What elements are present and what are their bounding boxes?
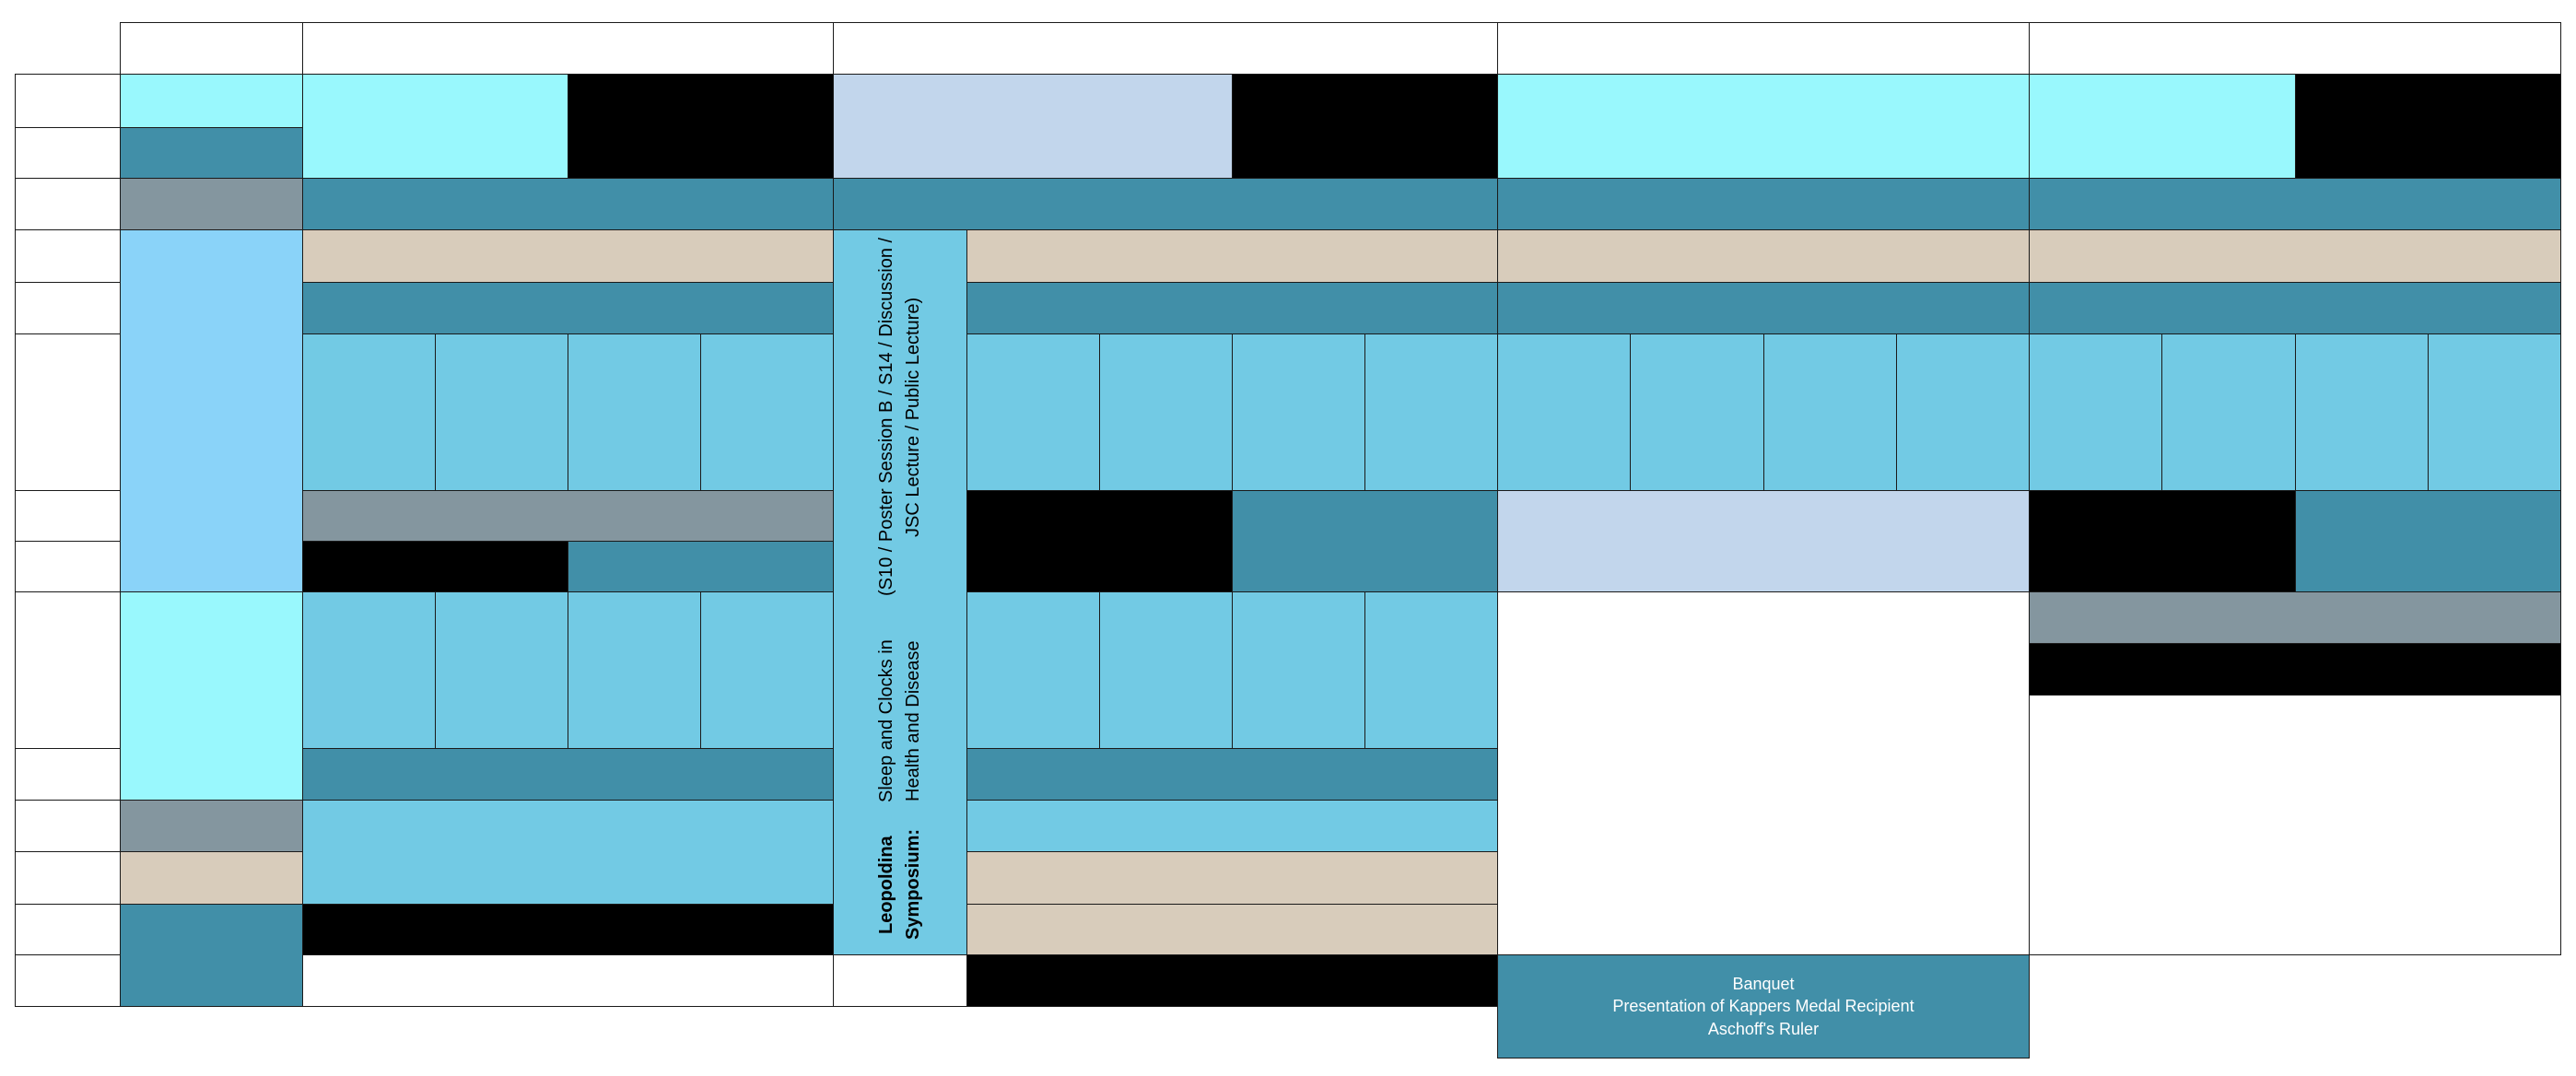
time-slot-label bbox=[15, 851, 121, 905]
thursday-free bbox=[2029, 695, 2561, 955]
tuesday-poster-removal bbox=[966, 954, 1498, 1007]
sunday-ebrs-trainee-day bbox=[120, 229, 303, 592]
wednesday-checkin bbox=[1497, 74, 2030, 179]
session-s22 bbox=[2029, 333, 2162, 491]
monday-coffee-break-2 bbox=[302, 748, 834, 801]
time-slot-label bbox=[15, 178, 121, 230]
session-s12 bbox=[1232, 333, 1365, 491]
tuesday-empty-19 bbox=[833, 954, 967, 1007]
session-s21 bbox=[1896, 333, 2030, 491]
session-s9 bbox=[302, 800, 834, 905]
session-s14 bbox=[966, 591, 1100, 749]
day-header bbox=[1497, 22, 2030, 75]
monday-lunch bbox=[568, 541, 834, 592]
session-s4 bbox=[700, 333, 834, 491]
tuesday-lunch bbox=[1232, 490, 1498, 592]
session-s1 bbox=[302, 333, 436, 491]
tuesday-board-meeting bbox=[833, 74, 1233, 179]
session-s20 bbox=[1763, 333, 1897, 491]
session-s17 bbox=[1364, 591, 1498, 749]
thursday-poster-removal bbox=[2029, 643, 2561, 696]
day-header bbox=[2029, 22, 2561, 75]
time-slot-label bbox=[15, 748, 121, 801]
session-s25 bbox=[2428, 333, 2561, 491]
session-s8 bbox=[700, 591, 834, 749]
time-slot-label bbox=[15, 904, 121, 955]
day-header bbox=[120, 22, 303, 75]
tuesday-poster-session-b bbox=[966, 490, 1233, 592]
time-slot-label bbox=[15, 282, 121, 334]
leopoldina-symposium-block: Leopoldina Symposium: Sleep and Clocks in… bbox=[833, 229, 967, 955]
monday-poster-session-a bbox=[302, 541, 568, 592]
session-s7 bbox=[568, 591, 701, 749]
time-slot-label bbox=[15, 800, 121, 852]
session-s6 bbox=[435, 591, 568, 749]
monday-poster-setup bbox=[568, 74, 834, 179]
sunday-trainee-checkin bbox=[120, 74, 303, 128]
thursday-awards-closing bbox=[2029, 591, 2561, 645]
time-slot-label bbox=[15, 954, 121, 1007]
sunday-welcome-reception bbox=[120, 904, 303, 1007]
tuesday-poster-setup bbox=[1232, 74, 1498, 179]
session-s24 bbox=[2295, 333, 2429, 491]
leopoldina-subtitle: Sleep and Clocks in Health and Disease bbox=[876, 639, 923, 803]
monday-empty-19 bbox=[302, 954, 834, 1007]
leopoldina-detail: (S10 / Poster Session B / S14 / Discussi… bbox=[876, 238, 923, 597]
thursday-poster-session-c bbox=[2029, 490, 2296, 592]
tuesday-public-lecture bbox=[966, 904, 1498, 955]
sunday-registration bbox=[120, 591, 303, 801]
thursday-checkin bbox=[2029, 74, 2296, 179]
wednesday-welcome-coffee bbox=[1497, 178, 2030, 230]
monday-welcome-coffee bbox=[302, 178, 834, 230]
session-s10 bbox=[966, 333, 1100, 491]
tuesday-coffee-break-1 bbox=[966, 282, 1498, 334]
tuesday-axelrod-lecture bbox=[966, 229, 1498, 283]
thursday-lunch bbox=[2295, 490, 2561, 592]
time-slot-label bbox=[15, 541, 121, 592]
session-s5 bbox=[302, 591, 436, 749]
time-slot-label bbox=[15, 591, 121, 749]
monday-checkin bbox=[302, 74, 568, 179]
sunday-welcome bbox=[120, 178, 303, 230]
monday-kappers-lecture bbox=[302, 229, 834, 283]
thursday-coffee-break bbox=[2029, 282, 2561, 334]
session-s23 bbox=[2161, 333, 2296, 491]
sunday-opening-keynote bbox=[120, 851, 303, 905]
monday-group-photo bbox=[302, 490, 834, 542]
session-s19 bbox=[1630, 333, 1764, 491]
sunday-coffee bbox=[120, 127, 303, 179]
wednesday-free-time bbox=[1497, 591, 2030, 955]
wednesday-banquet: Banquet Presentation of Kappers Medal Re… bbox=[1497, 954, 2030, 1058]
leopoldina-title: Leopoldina Symposium: bbox=[876, 829, 923, 941]
sunday-congress-opening bbox=[120, 800, 303, 852]
wednesday-coffee-break bbox=[1497, 282, 2030, 334]
tuesday-coffee-break-2 bbox=[966, 748, 1498, 801]
session-s3 bbox=[568, 333, 701, 491]
time-slot-label bbox=[15, 74, 121, 128]
thursday-poster-setup bbox=[2295, 74, 2561, 179]
monday-coffee-break-1 bbox=[302, 282, 834, 334]
time-slot-label bbox=[15, 127, 121, 179]
time-slot-label bbox=[15, 490, 121, 542]
time-slot-label bbox=[15, 229, 121, 283]
time-slot-label bbox=[15, 333, 121, 491]
session-s15 bbox=[1099, 591, 1233, 749]
session-s18 bbox=[1497, 333, 1631, 491]
session-s2 bbox=[435, 333, 568, 491]
session-s11 bbox=[1099, 333, 1233, 491]
tuesday-welcome-coffee bbox=[833, 178, 1498, 230]
day-header bbox=[833, 22, 1498, 75]
session-s16 bbox=[1232, 591, 1365, 749]
tuesday-discussion bbox=[966, 800, 1498, 852]
thursday-closing-keynote bbox=[2029, 229, 2561, 283]
monday-poster-removal bbox=[302, 904, 834, 955]
tuesday-jsc-lecture bbox=[966, 851, 1498, 905]
thursday-welcome-coffee bbox=[2029, 178, 2561, 230]
wednesday-members-assembly bbox=[1497, 490, 2030, 592]
day-header bbox=[302, 22, 834, 75]
session-s13 bbox=[1364, 333, 1498, 491]
wednesday-gwinner-lecture bbox=[1497, 229, 2030, 283]
